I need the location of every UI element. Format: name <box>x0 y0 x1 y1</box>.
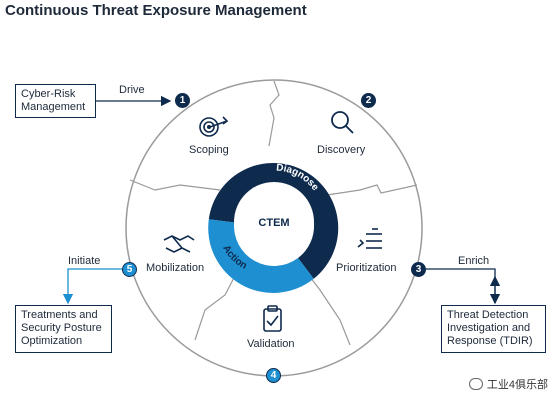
initiate-arrow <box>62 268 122 305</box>
divider-2-3 <box>326 184 418 196</box>
action-ring-segment <box>208 219 314 293</box>
magnifier-icon <box>331 111 354 134</box>
ranked-list-icon <box>357 228 382 249</box>
divider-4-5 <box>194 269 239 341</box>
treatments-box: Treatments and Security Posture Optimiza… <box>15 305 112 353</box>
stage-4-badge: 4 <box>266 368 281 383</box>
stage-2-badge: 2 <box>361 93 376 108</box>
divider-1-2 <box>268 80 280 147</box>
stage-label-prioritization: Prioritization <box>336 262 397 274</box>
target-icon <box>199 116 229 137</box>
tdir-box: Threat Detection Investigation and Respo… <box>441 305 546 353</box>
diagnose-ring-segment <box>208 162 339 279</box>
page-title: Continuous Threat Exposure Management <box>5 2 307 19</box>
ctem-center-label: CTEM <box>258 217 289 229</box>
stage-label-validation: Validation <box>247 338 295 350</box>
stage-5-badge: 5 <box>122 262 137 277</box>
enrich-arrow <box>426 268 501 305</box>
divider-5-1 <box>129 179 221 191</box>
cyber-risk-box: Cyber-Risk Management <box>15 84 96 118</box>
ring-center <box>234 182 314 262</box>
chat-icon <box>468 378 483 390</box>
handshake-icon <box>163 235 195 253</box>
stage-label-scoping: Scoping <box>189 144 229 156</box>
watermark: 工业4俱乐部 <box>468 376 548 392</box>
enrich-label: Enrich <box>458 255 490 267</box>
clipboard-check-icon <box>263 305 282 332</box>
drive-label: Drive <box>119 84 145 96</box>
stage-1-badge: 1 <box>175 93 190 108</box>
stage-label-mobilization: Mobilization <box>146 262 205 274</box>
watermark-text: 工业4俱乐部 <box>486 379 548 391</box>
stage-3-badge: 3 <box>411 262 426 277</box>
stage-label-discovery: Discovery <box>317 144 366 156</box>
initiate-label: Initiate <box>68 255 101 267</box>
